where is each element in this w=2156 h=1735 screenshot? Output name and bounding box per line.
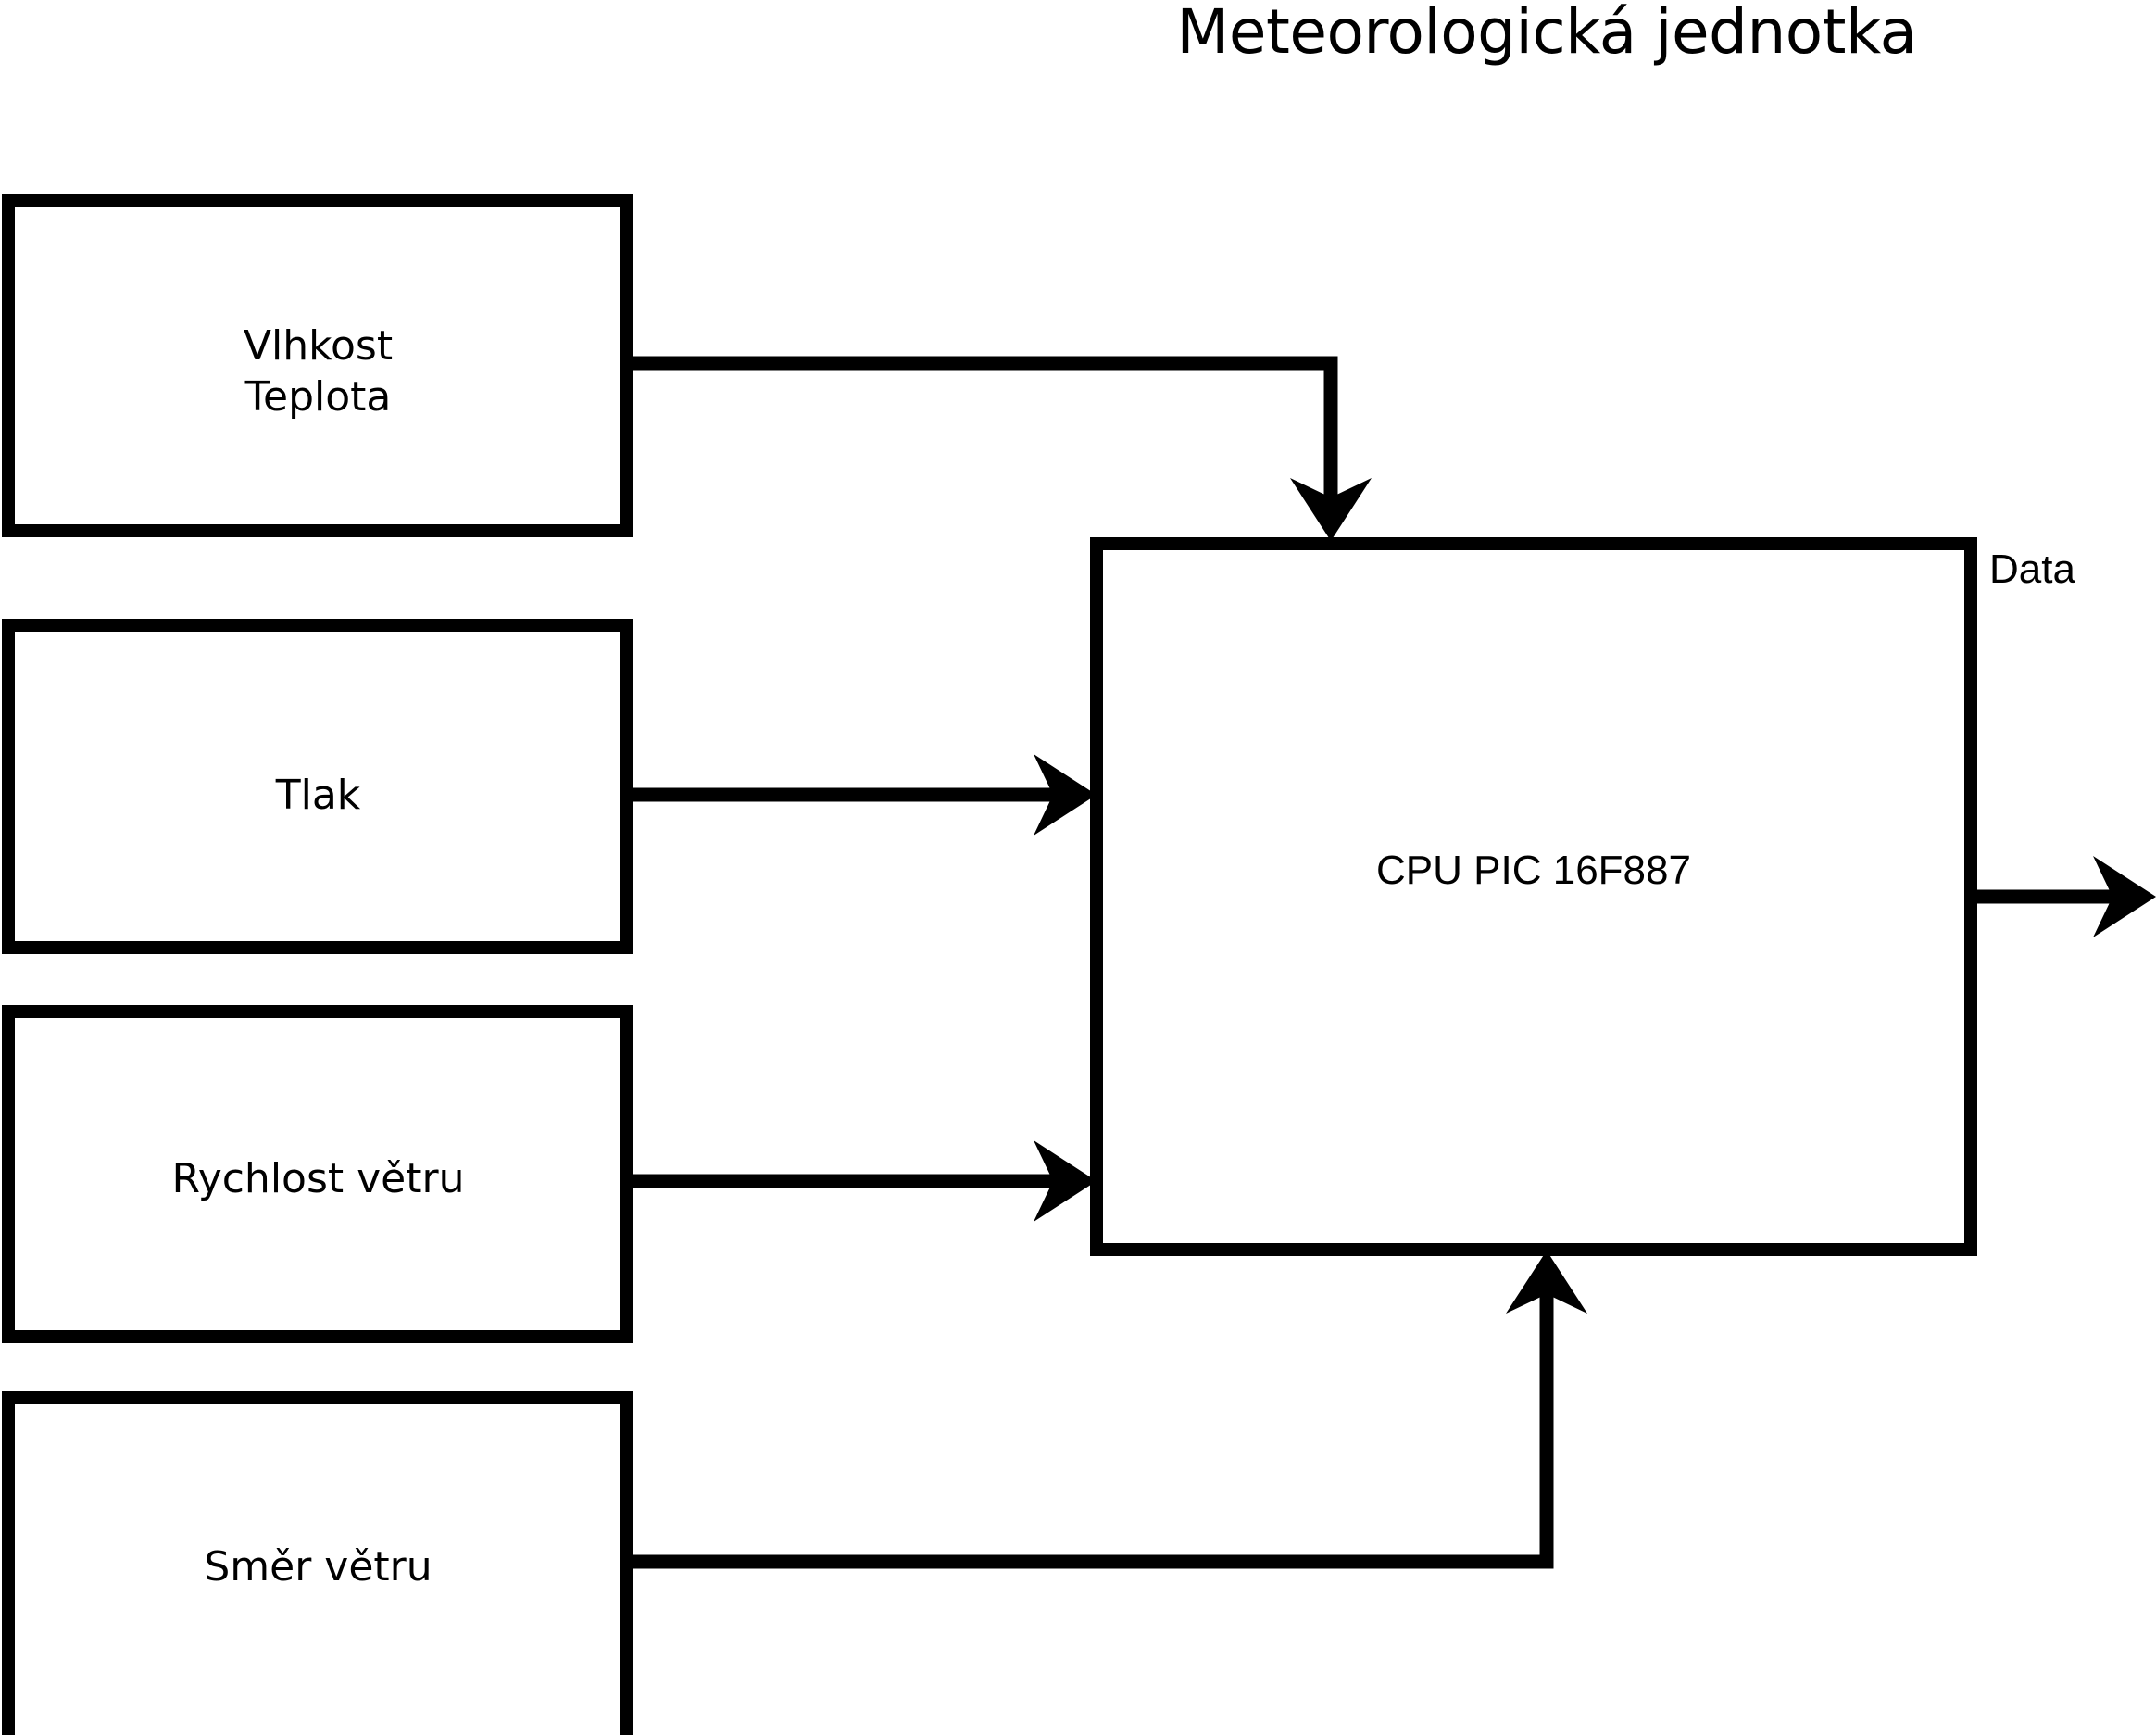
arrowhead-wind-direction-to-cpu [1506, 1251, 1587, 1314]
node-label-pressure: Tlak [275, 772, 361, 819]
node-label-cpu: CPU PIC 16F887 [1376, 848, 1691, 893]
edge-label-data-output: Data [1989, 547, 2075, 592]
edge-wind-direction-to-cpu [627, 1293, 1554, 1569]
arrowhead-humidity-to-cpu [1290, 478, 1372, 541]
node-box-wind-speed[interactable] [2, 1005, 633, 1343]
node-box-wind-direction[interactable] [2, 1391, 633, 1735]
node-label-wind-direction: Směr větru [204, 1543, 432, 1590]
node-box-pressure[interactable] [2, 619, 633, 954]
edge-humidity-to-cpu [627, 356, 1338, 500]
arrowhead-cpu-to-data-output [2093, 856, 2156, 937]
arrowhead-pressure-to-cpu [1034, 754, 1097, 836]
node-label-wind-speed: Rychlost větru [171, 1155, 465, 1202]
page-title: Meteorologická jednotka [1176, 0, 1917, 68]
node-box-cpu[interactable] [1090, 537, 1977, 1256]
node-label-humidity-temperature: Vlhkost Teplota [243, 322, 394, 421]
node-box-humidity-temperature[interactable] [2, 194, 633, 537]
arrowhead-wind-speed-to-cpu [1034, 1140, 1097, 1222]
